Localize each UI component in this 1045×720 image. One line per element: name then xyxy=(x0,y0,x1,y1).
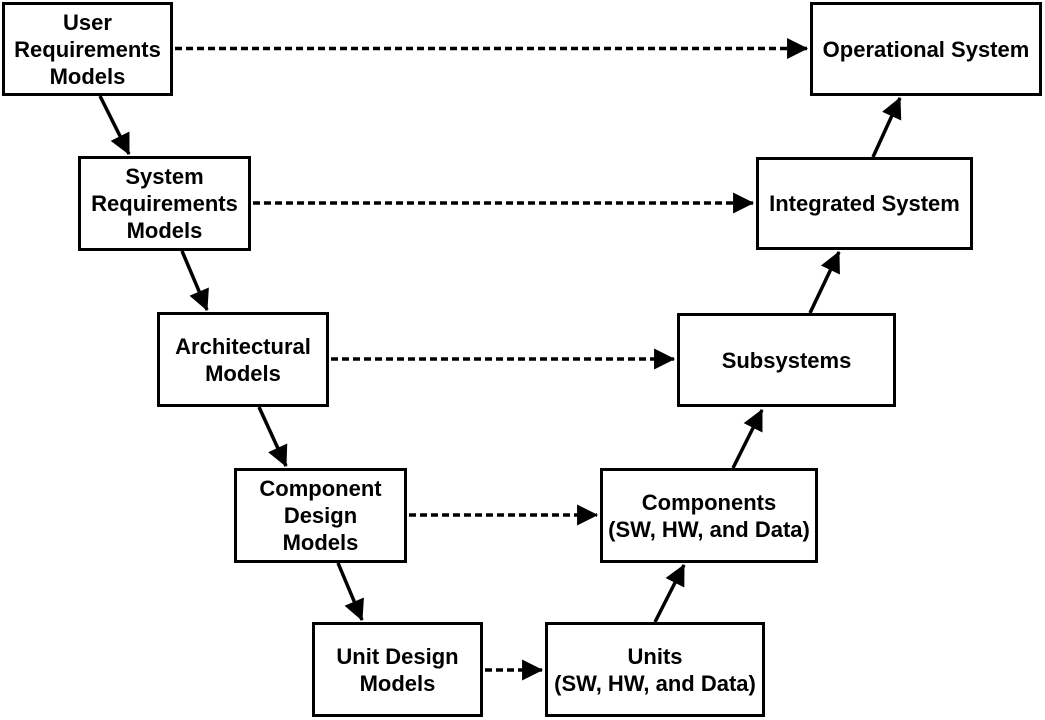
node-units-label: Units (SW, HW, and Data) xyxy=(554,643,756,696)
node-architectural-models-label: Architectural Models xyxy=(175,333,311,386)
node-user-requirements-models-label: User Requirements Models xyxy=(14,9,161,89)
edge-system-requirements-to-architectural xyxy=(180,250,209,311)
node-operational-system: Operational System xyxy=(810,2,1042,96)
node-integrated-system-label: Integrated System xyxy=(769,191,960,216)
edge-components-to-subsystems xyxy=(731,409,764,469)
edge-subsystems-to-integrated-system xyxy=(808,251,841,314)
node-user-requirements-models: User Requirements Models xyxy=(2,2,173,96)
node-component-design-models-label: Component Design Models xyxy=(259,476,382,555)
node-architectural-models: Architectural Models xyxy=(157,312,329,407)
node-integrated-system: Integrated System xyxy=(756,157,973,250)
node-units: Units (SW, HW, and Data) xyxy=(545,622,765,717)
edge-user-requirements-to-system-requirements xyxy=(98,95,131,155)
node-components-label: Components (SW, HW, and Data) xyxy=(608,489,810,542)
node-unit-design-models-label: Unit Design Models xyxy=(336,643,459,696)
node-subsystems-label: Subsystems xyxy=(721,347,852,373)
node-component-design-models: Component Design Models xyxy=(234,468,407,563)
node-system-requirements-models-label: System Requirements Models xyxy=(91,164,238,243)
edge-integrated-system-to-operational-system xyxy=(871,97,902,158)
node-unit-design-models: Unit Design Models xyxy=(312,622,483,717)
node-components: Components (SW, HW, and Data) xyxy=(600,468,818,563)
node-system-requirements-models: System Requirements Models xyxy=(78,156,251,251)
node-operational-system-label: Operational System xyxy=(822,36,1030,62)
edge-units-to-components xyxy=(653,564,686,623)
edge-architectural-to-component-design xyxy=(257,406,288,467)
node-subsystems: Subsystems xyxy=(677,313,896,407)
edge-component-design-to-unit-design xyxy=(336,562,364,621)
